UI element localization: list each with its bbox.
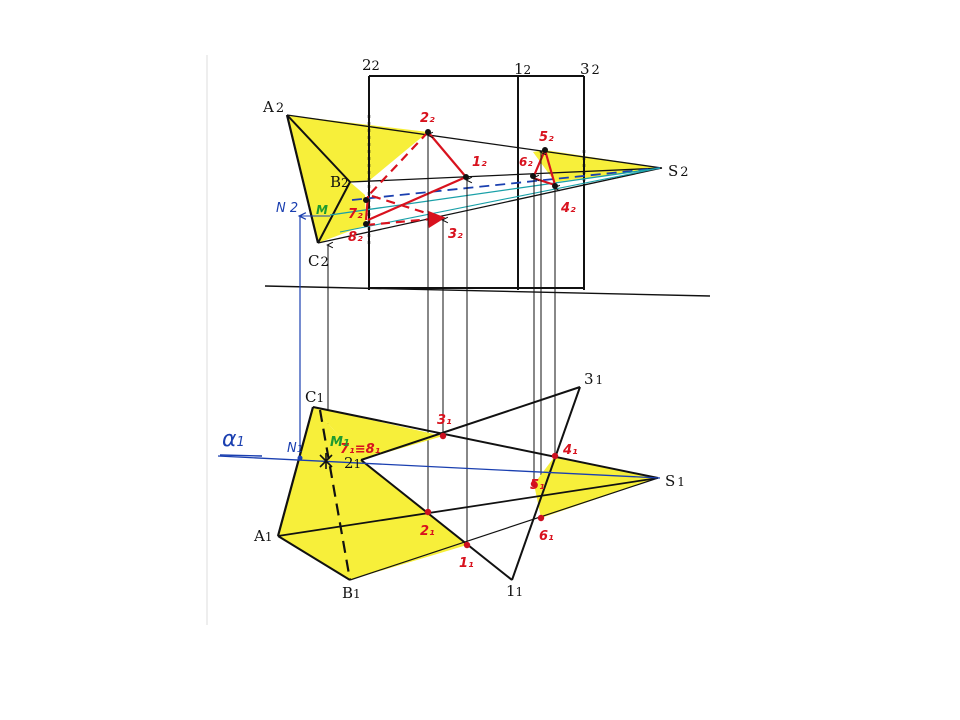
teal-line-b xyxy=(339,167,661,233)
label-alpha-1: α1 xyxy=(222,427,245,452)
top-intersection-points xyxy=(424,432,559,549)
label-c2: C2 xyxy=(308,252,329,270)
label-p-6-1: 6₁ xyxy=(539,529,554,544)
label-p-5-1: 5₁ xyxy=(530,478,545,493)
blue-auxiliary-line-2 xyxy=(351,167,661,201)
m1-star-icon xyxy=(319,453,333,469)
label-prism-1-1: 11 xyxy=(506,582,523,600)
label-p-8-2: 8₂ xyxy=(348,230,363,245)
teal-line-a xyxy=(329,167,661,216)
label-prism-2-2: 22 xyxy=(362,56,380,74)
blue-trace-line xyxy=(217,455,661,479)
ground-line-x12 xyxy=(264,285,711,297)
hidden-edge-c1-b1 xyxy=(318,409,352,581)
label-p-3-2: 3₂ xyxy=(448,227,463,242)
label-p-6-2: 6₂ xyxy=(519,155,533,169)
label-p-78-1: 7₁≡8₁ xyxy=(340,442,381,457)
pyramid-top-edges xyxy=(276,406,659,581)
pyramid-face-fill-2c xyxy=(318,182,366,243)
label-n2: N 2 xyxy=(276,201,298,216)
prism-front-view xyxy=(368,75,585,290)
label-p-4-2: 4₂ xyxy=(560,201,576,216)
n1-point xyxy=(297,455,303,461)
label-p-7-2: 7₂ xyxy=(348,207,363,222)
label-a1: A1 xyxy=(253,527,272,545)
label-m2: M xyxy=(316,203,328,217)
label-p-1-2: 1₂ xyxy=(472,155,487,170)
label-prism-2-1: 21 xyxy=(344,454,361,472)
label-p-4-1: 4₁ xyxy=(562,443,578,458)
label-m1: M1 xyxy=(330,435,350,450)
label-b2: B2 xyxy=(330,173,349,191)
prism-top-view xyxy=(360,386,581,581)
red-intersection-front xyxy=(364,131,557,229)
label-p-2-1: 2₁ xyxy=(420,524,435,539)
pyramid-face-fill-2d xyxy=(533,150,662,182)
label-b1: B1 xyxy=(342,584,361,602)
label-p-1-1: 1₁ xyxy=(459,556,474,571)
alpha-underline xyxy=(219,454,263,457)
pyramid-top-fill-b xyxy=(313,407,443,460)
label-n1: N1 xyxy=(287,441,303,456)
pyramid-top-fill-a xyxy=(278,407,467,580)
pyramid-face-fill-2b xyxy=(287,115,428,182)
label-prism-1-2: 12 xyxy=(514,60,531,78)
label-c1: C1 xyxy=(305,388,324,406)
label-p-3-1: 3₁ xyxy=(437,413,452,428)
label-p-2-2: 2₂ xyxy=(420,111,435,126)
pyramid-front-edges xyxy=(285,114,663,244)
label-p-5-2: 5₂ xyxy=(539,130,554,145)
